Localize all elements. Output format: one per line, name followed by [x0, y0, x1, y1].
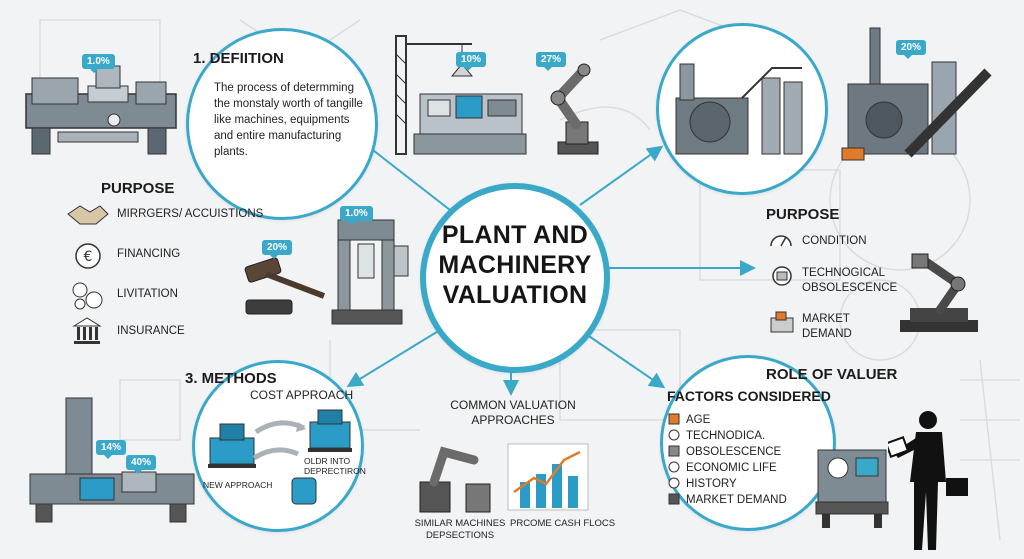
cog-chip-icon	[772, 266, 792, 286]
definition-circle	[186, 28, 378, 220]
similar-machines-label: SIMILAR MACHINES DEPSECTIONS	[414, 518, 506, 541]
svg-text:€: €	[84, 249, 93, 265]
factor-item-6: MARKET DEMAND	[686, 494, 787, 506]
robot-machines-icon	[419, 446, 491, 513]
machine-small-icon	[770, 311, 794, 333]
valuer-person-icon	[888, 411, 968, 550]
arrow-curve-2-icon	[252, 447, 300, 461]
factor-item-1: AGE	[686, 414, 711, 426]
boiler-plant-icon	[841, 27, 992, 161]
robot-arm-right-icon	[900, 253, 978, 332]
gears-icon	[72, 282, 103, 310]
purpose-right-heading: PURPOSE	[766, 206, 840, 223]
factor-item-4: ECONOMIC LIFE	[686, 462, 777, 474]
purpose-left-heading: PURPOSE	[101, 180, 175, 197]
purpose-right-item-2: TECHNOGICAL OBSOLESCENCE	[802, 267, 898, 294]
role-of-valuer-heading: ROLE OF VALUER	[766, 366, 898, 383]
robot-arm-icon	[550, 63, 599, 155]
badge-1: 1.0%	[82, 54, 115, 73]
center-circle	[420, 183, 610, 373]
industrial-plant-icon	[675, 63, 803, 155]
prcome-cash-label: PRCOME CASH FLOCS	[510, 518, 616, 529]
new-approach-label: NEW APPROACH	[203, 480, 273, 490]
factors-heading: FACTORS CONSIDERED	[667, 388, 831, 404]
purpose-left-item-1: MIRRGERS/ ACCUISTIONS	[117, 208, 264, 220]
factors-circle	[660, 355, 836, 531]
factor-item-2: TECHNODICA.	[686, 430, 766, 442]
oldr-into-label: OLDR INTO DEPRECTIRON	[304, 456, 366, 476]
badge-3: 27%	[536, 52, 567, 71]
badge-6: 1.0%	[340, 206, 373, 225]
factor-icons	[668, 413, 680, 505]
purpose-left-item-2: FINANCING	[117, 248, 181, 260]
arrow-curve-icon	[254, 420, 306, 435]
definition-text: The process of determming the monstaly w…	[214, 82, 363, 158]
new-machine-icon	[208, 423, 256, 468]
purpose-right-item-1: CONDITION	[802, 235, 867, 247]
lathe-bottom-icon	[29, 397, 195, 523]
old-machine-icon	[308, 409, 352, 452]
bank-icon	[72, 317, 102, 344]
gavel-icon	[244, 257, 326, 315]
purpose-right-item-3: MARKET DEMAND	[802, 313, 852, 340]
press-machine-icon	[331, 219, 409, 325]
inspection-machine-icon	[815, 449, 889, 528]
badge-5: 20%	[262, 240, 293, 259]
badge-4: 20%	[896, 40, 927, 59]
badge-2: 10%	[456, 52, 487, 71]
cost-approach-label: COST APPROACH	[250, 388, 354, 402]
purpose-left-item-3: LIVITATION	[117, 288, 178, 300]
main-title: PLANT AND MACHINERY VALUATION	[438, 221, 592, 309]
factor-item-5: HISTORY	[686, 478, 737, 490]
badge-7: 14%	[96, 440, 127, 459]
lathe-machine-icon	[25, 65, 177, 155]
handshake-icon	[67, 205, 109, 225]
barrel-icon	[291, 477, 317, 505]
euro-icon: €	[75, 243, 101, 269]
methods-heading: 3. METHODS	[185, 370, 277, 387]
definition-heading: 1. DEFIITION	[193, 50, 284, 67]
factor-item-3: OBSOLESCENCE	[686, 446, 782, 458]
common-valuation-heading: COMMON VALUATION APPROACHES	[450, 398, 576, 427]
badge-8: 40%	[126, 455, 157, 474]
gauge-icon	[770, 235, 792, 247]
bar-chart-icon	[507, 443, 589, 511]
purpose-left-item-4: INSURANCE	[117, 325, 185, 337]
cnc-machine-icon	[395, 35, 527, 155]
